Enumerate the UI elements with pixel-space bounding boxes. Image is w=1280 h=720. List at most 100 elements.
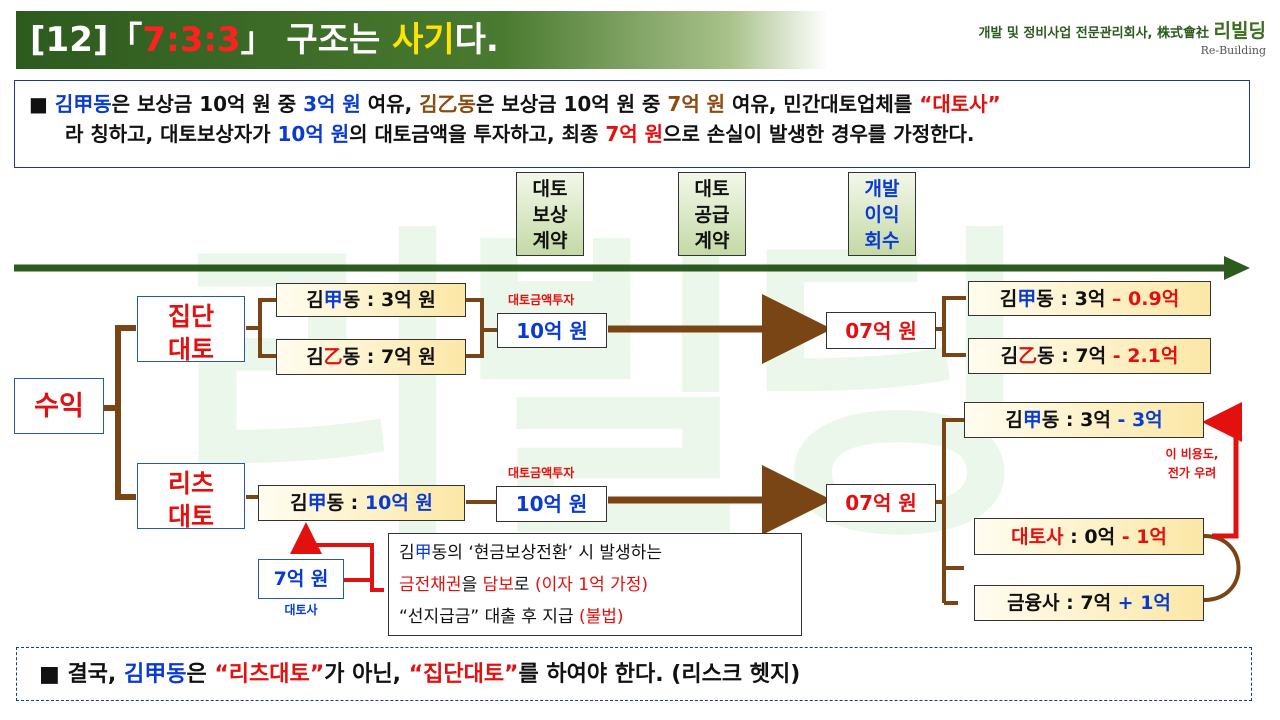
milestone-line: 대토 [694,178,730,200]
milestone-line: 계약 [694,230,730,252]
root-bracket [115,325,136,500]
text-segment: 김 [1000,345,1019,367]
text-segment: “대토사” [919,92,1001,116]
text-segment: 가 아닌, [324,662,409,687]
text-segment: 금융사 : 7억 [1007,592,1118,614]
assumption-box: ■ 김甲동은 보상금 10억 원 중 3억 원 여유, 김乙동은 보상금 10억… [14,80,1250,168]
text-segment: 김 [399,543,415,563]
text-segment: 甲 [414,543,432,563]
brand-english: Re-Building [1200,44,1266,57]
text-segment: “집단대토” [408,662,519,687]
text-segment: + 1억 [1117,592,1171,614]
text-segment: 은 [186,662,215,687]
text-segment: 여유, [360,92,420,116]
text-segment: ■ 결국, [39,662,124,687]
category-line: 대토 [167,335,214,364]
category-line: 집단 [167,302,214,331]
milestone-profit-recovery: 개발 이익 회수 [848,172,916,256]
text-segment: 로 [513,575,535,595]
group-final-total: 07억 원 [826,312,936,349]
reits-result-bracket [942,418,964,570]
text-segment: - 3억 [1117,409,1163,431]
reits-result-finance: 금융사 : 7억 + 1억 [974,585,1204,621]
text-segment: 동 : [326,492,365,514]
text-segment: 라 칭하고, 대토보상자가 [65,122,278,146]
reits-final-total: 07억 원 [826,484,936,522]
milestone-line: 대토 [532,178,568,200]
text-segment: 여유, 민간대토업체를 [725,92,920,116]
note-line: 김甲동의 ‘현금보상전환’ 시 발생하는 [399,537,801,569]
group-bracket [258,298,276,358]
brand-block: 개발 및 정비사업 전문관리회사, 株式會社 리빌딩 Re-Building [978,16,1266,57]
text-segment: (이자 1억 가정) [534,575,649,595]
milestone-line: 회수 [864,230,900,252]
category-reits-land: 리츠 대토 [137,463,245,531]
text-segment: 甲 [1022,409,1042,431]
timeline-arrowhead [1224,256,1250,280]
title-suffix: 다. [454,20,499,60]
cost-transfer-note: 이 비용도, 전가 우려 [1152,445,1232,483]
text-segment: “리츠대토” [214,662,325,687]
text-segment: 김 [999,288,1018,310]
text-segment: 를 하여야 한다. (리스크 헷지) [518,662,801,687]
text-segment: 乙 [1018,345,1038,367]
text-segment: : 0억 [1063,526,1122,548]
text-segment: 7억 원 [605,122,664,146]
reits-invest-note: 대토금액투자 [508,466,575,480]
text-segment: 3억 원 [303,92,361,116]
milestone-line: 보상 [532,204,568,226]
group-investor-b: 김乙동 : 7억 원 [276,339,466,375]
reits-loan-caption: 대토사 [284,603,318,617]
text-segment: 동 : 7억 [1037,345,1113,367]
group-result-bracket [942,296,966,357]
text-segment: – 0.9억 [1111,288,1180,310]
text-segment: 乙 [323,346,343,368]
text-segment: 김甲동 [54,92,112,116]
text-segment: 은 보상금 10억 원 중 [475,92,668,116]
category-line: 대토 [167,502,214,531]
root-revenue: 수익 [14,378,104,434]
reits-invest-total: 10억 원 [496,486,607,522]
text-segment: “선지급금” 대출 후 지급 [399,607,579,627]
text-segment: 담보 [482,575,514,595]
text-segment: 김乙동 [419,92,476,116]
milestone-line: 공급 [694,204,730,226]
text-segment: 10억 원 [277,122,350,146]
group-invest-total: 10억 원 [497,313,607,348]
text-segment: 을 [461,575,483,595]
brand-tagline: 개발 및 정비사업 전문관리회사, 株式會社 [978,26,1210,41]
milestone-supply-contract: 대토 공급 계약 [678,172,746,256]
text-segment: 김甲동 [123,662,187,687]
group-merge-bracket [466,298,484,358]
title-prefix: [12]「 [30,20,143,60]
reits-result-a: 김甲동 : 3억 - 3억 [964,402,1204,438]
assumption-line-1: ■ 김甲동은 보상금 10억 원 중 3억 원 여유, 김乙동은 보상금 10억… [29,89,1235,119]
text-segment: 甲 [323,289,343,311]
text-segment: 10억 원 [364,492,433,514]
cost-transfer-arrow [1202,402,1242,539]
text-segment: 동 : 3억 원 [342,289,436,311]
text-segment: (불법) [579,607,624,627]
note-line: 금전채권을 담보로 (이자 1억 가정) [399,569,801,601]
text-segment: 甲 [307,492,327,514]
text-segment: 의 대토금액을 투자하고, 최종 [349,122,606,146]
reits-investor: 김甲동 : 10억 원 [258,485,465,521]
group-investor-a: 김甲동 : 3억 원 [276,283,466,317]
transfer-note-line: 전가 우려 [1167,466,1217,480]
text-segment: - 2.1억 [1112,345,1179,367]
text-segment: 甲 [1017,288,1037,310]
text-segment: 김 [290,492,308,514]
text-segment: ■ [29,92,55,116]
reits-loan-box: 7억 원 [258,559,344,599]
finance-link-curve [1203,534,1241,602]
text-segment: 동의 ‘현금보상전환’ 시 발생하는 [431,543,662,563]
milestone-land-contract: 대토 보상 계약 [516,172,584,256]
brand-logo: 리빌딩 [1213,20,1266,42]
text-segment: 7억 원 [667,92,726,116]
assumption-line-2: 라 칭하고, 대토보상자가 10억 원의 대토금액을 투자하고, 최종 7억 원… [29,119,1235,149]
reits-result-operator: 대토사 : 0억 - 1억 [974,518,1204,555]
loan-arrow [290,522,384,592]
milestone-line: 계약 [532,230,568,252]
text-segment: - 1억 [1121,526,1167,548]
